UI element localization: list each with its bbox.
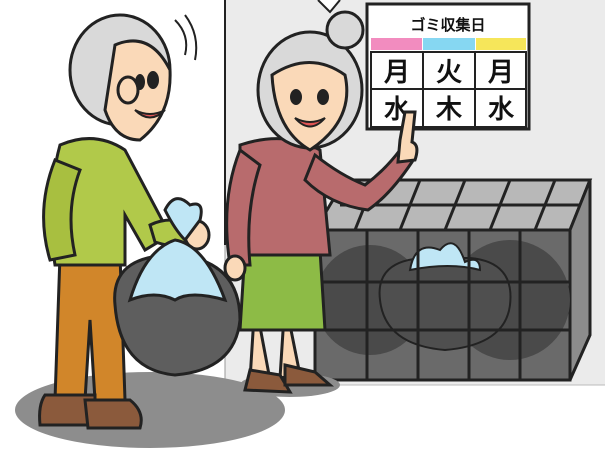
elderly-woman [223, 10, 419, 394]
day-cell-3: 月 [487, 58, 514, 88]
garbage-bag [113, 197, 242, 377]
day-cell-2: 火 [436, 58, 462, 88]
stripe-blue [423, 38, 475, 50]
poster-title: ゴミ収集日 [410, 16, 485, 34]
stripe-yellow [476, 38, 526, 50]
collection-schedule-poster: ゴミ収集日 月 火 月 水 木 水 [365, 2, 531, 131]
garbage-collection-cage [312, 178, 593, 382]
stripe-pink [371, 38, 422, 50]
day-cell-5: 木 [435, 95, 462, 125]
day-cell-1: 月 [383, 58, 410, 88]
elderly-man [38, 13, 211, 430]
speech-mark [317, 0, 341, 14]
day-cell-6: 水 [488, 95, 515, 125]
